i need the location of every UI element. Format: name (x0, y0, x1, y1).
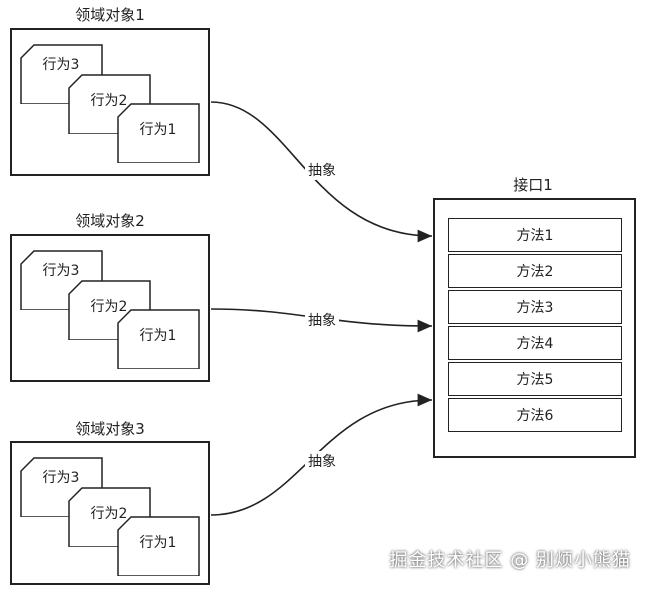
interface-method: 方法3 (448, 290, 622, 324)
behavior-label: 行为1 (139, 122, 177, 138)
interface-method: 方法2 (448, 254, 622, 288)
behavior-label: 行为2 (90, 93, 128, 109)
domain-title-2: 领域对象2 (75, 212, 145, 230)
behavior-label: 行为3 (42, 470, 80, 486)
behavior-label: 行为3 (42, 57, 80, 73)
behavior-label: 行为3 (42, 263, 80, 279)
behavior-card: 行为1 (117, 309, 200, 369)
edge-label-1: 抽象 (305, 160, 339, 180)
interface-method: 方法4 (448, 326, 622, 360)
interface-method: 方法6 (448, 398, 622, 432)
behavior-card: 行为1 (117, 516, 200, 576)
behavior-label: 行为2 (90, 299, 128, 315)
domain-title-1: 领域对象1 (75, 6, 145, 24)
interface-title: 接口1 (513, 176, 553, 194)
behavior-label: 行为1 (139, 328, 177, 344)
interface-method: 方法5 (448, 362, 622, 396)
domain-title-3: 领域对象3 (75, 420, 145, 438)
edge-label-3: 抽象 (305, 451, 339, 471)
watermark: 掘金技术社区 @ 别烦小熊猫 (389, 550, 631, 571)
behavior-card: 行为1 (117, 103, 200, 163)
interface-method: 方法1 (448, 218, 622, 252)
edge-label-2: 抽象 (305, 310, 339, 330)
behavior-label: 行为2 (90, 506, 128, 522)
behavior-label: 行为1 (139, 535, 177, 551)
